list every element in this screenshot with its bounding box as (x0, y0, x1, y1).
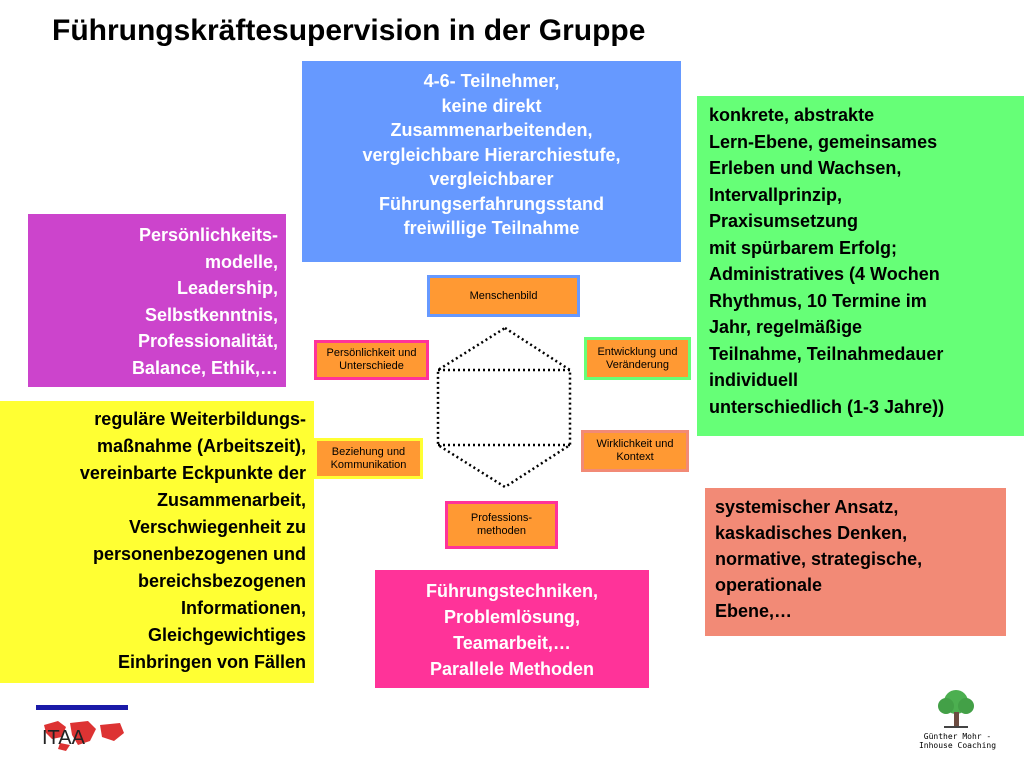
participants-box: 4-6- Teilnehmer, keine direkt Zusammenar… (302, 61, 681, 262)
beziehung-node: Beziehung und Kommunikation (314, 438, 423, 479)
regular-training-box: reguläre Weiterbildungs- maßnahme (Arbei… (0, 401, 314, 683)
inhouse-coaching-caption: Günther Mohr - Inhouse Coaching (918, 732, 997, 750)
page-title: Führungskräftesupervision in der Gruppe (52, 14, 646, 47)
world-map-icon (44, 721, 124, 751)
menschenbild-node: Menschenbild (427, 275, 580, 317)
logo-bar (36, 705, 128, 710)
entwicklung-node: Entwicklung und Veränderung (584, 337, 691, 380)
tree-icon (938, 690, 974, 728)
inhouse-coaching-logo: Günther Mohr - Inhouse Coaching (910, 688, 1005, 754)
personality-box: Persönlichkeits- modelle, Leadership, Se… (28, 214, 286, 387)
hexagon-diagram (436, 326, 572, 489)
systemic-approach-box: systemischer Ansatz, kaskadisches Denken… (705, 488, 1006, 636)
concrete-learning-box: konkrete, abstrakte Lern-Ebene, gemeinsa… (697, 96, 1024, 436)
itaa-logo: ITAA (36, 705, 136, 755)
itaa-logo-text: ITAA (42, 727, 85, 749)
professions-node: Professions- methoden (445, 501, 558, 549)
wirklichkeit-node: Wirklichkeit und Kontext (581, 430, 689, 472)
persoenlichkeit-node: Persönlichkeit und Unterschiede (314, 340, 429, 380)
menschenbild-label: Menschenbild (469, 289, 538, 302)
leadership-techniques-box: Führungstechniken, Problemlösung, Teamar… (375, 570, 649, 688)
